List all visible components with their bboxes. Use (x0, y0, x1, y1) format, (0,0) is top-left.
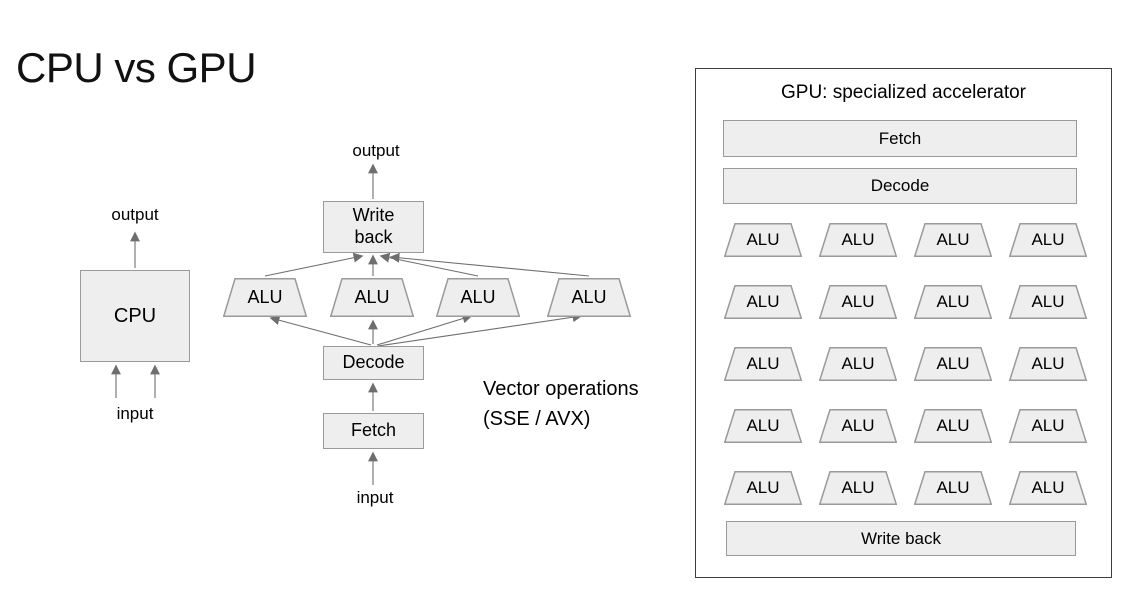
alu-unit: ALU (819, 409, 897, 443)
alu-unit: ALU (724, 471, 802, 505)
caption-line-2: (SSE / AVX) (483, 408, 591, 430)
gpu-alu-grid: ALU ALU ALU ALU ALU ALU ALU ALU ALU ALU ALU ALU ALU A… (724, 223, 1087, 505)
trapezoid-shape (1009, 471, 1087, 505)
trapezoid-shape (724, 347, 802, 381)
alu-unit: ALU (819, 471, 897, 505)
alu-unit: ALU (1009, 285, 1087, 319)
alu-label: ALU (936, 416, 970, 435)
trapezoid-shape (547, 278, 631, 317)
gpu-panel: GPU: specialized accelerator Fetch Decod… (695, 68, 1112, 578)
alu-label: ALU (746, 354, 780, 373)
alu-label: ALU (460, 287, 496, 307)
alu-label: ALU (841, 230, 875, 249)
decode-to-alu4-arrow (377, 312, 583, 347)
alu-label: ALU (841, 416, 875, 435)
trapezoid-shape (1009, 347, 1087, 381)
alu-unit: ALU (1009, 471, 1087, 505)
alu-label: ALU (841, 354, 875, 373)
alu-label: ALU (1031, 230, 1065, 249)
trapezoid-shape (724, 409, 802, 443)
alu-label: ALU (746, 416, 780, 435)
trapezoid-shape (1009, 285, 1087, 319)
trapezoid-shape (914, 471, 992, 505)
alu-unit: ALU (914, 409, 992, 443)
alu-unit: ALU (914, 347, 992, 381)
alu1-to-writeback-arrow (264, 252, 364, 277)
trapezoid-shape (914, 409, 992, 443)
write-back-box: Write back (323, 201, 424, 253)
alu-label: ALU (746, 230, 780, 249)
alu-unit: ALU (914, 223, 992, 257)
vector-operations-caption: Vector operations (SSE / AVX) (483, 374, 639, 434)
pipeline-output-label: output (352, 141, 400, 160)
alu3-to-writeback-arrow (379, 252, 479, 277)
trapezoid-shape (819, 471, 897, 505)
alu-unit: ALU (1009, 347, 1087, 381)
alu-unit: ALU (819, 347, 897, 381)
alu-unit: ALU (1009, 223, 1087, 257)
alu-label: ALU (936, 292, 970, 311)
trapezoid-shape (914, 347, 992, 381)
gpu-decode-bar: Decode (723, 168, 1077, 204)
fetch-box: Fetch (323, 413, 424, 449)
alu-unit: ALU (724, 347, 802, 381)
alu-unit: ALU (223, 278, 307, 317)
trapezoid-shape (1009, 223, 1087, 257)
alu-label: ALU (936, 230, 970, 249)
alu-label: ALU (936, 354, 970, 373)
gpu-fetch-bar: Fetch (723, 120, 1077, 157)
trapezoid-shape (914, 223, 992, 257)
gpu-panel-title: GPU: specialized accelerator (781, 82, 1026, 103)
slide-title: CPU vs GPU (16, 44, 257, 91)
trapezoid-shape (436, 278, 520, 317)
alu-label: ALU (354, 287, 390, 307)
trapezoid-shape (819, 223, 897, 257)
alu-unit: ALU (1009, 409, 1087, 443)
alu4-to-writeback-arrow (389, 252, 590, 277)
alu-label: ALU (247, 287, 283, 307)
alu-label: ALU (746, 292, 780, 311)
alu-unit: ALU (914, 285, 992, 319)
trapezoid-shape (724, 285, 802, 319)
alu-unit: ALU (724, 409, 802, 443)
cpu-box: CPU (80, 270, 190, 362)
trapezoid-shape (330, 278, 414, 317)
alu-unit: ALU (330, 278, 414, 317)
decode-box: Decode (323, 346, 424, 380)
trapezoid-shape (914, 285, 992, 319)
trapezoid-shape (819, 347, 897, 381)
alu-unit: ALU (436, 278, 520, 317)
alu-unit: ALU (547, 278, 631, 317)
caption-line-1: Vector operations (483, 378, 639, 400)
alu-unit: ALU (724, 223, 802, 257)
alu-label: ALU (841, 478, 875, 497)
decode-to-alu3-arrow (376, 313, 473, 346)
pipeline-input-label: input (356, 488, 394, 507)
alu-label: ALU (746, 478, 780, 497)
alu-label: ALU (1031, 292, 1065, 311)
alu-label: ALU (936, 478, 970, 497)
decode-to-alu1-arrow (269, 315, 372, 346)
alu-label: ALU (571, 287, 607, 307)
alu-label: ALU (841, 292, 875, 311)
alu-unit: ALU (819, 285, 897, 319)
cpu-input-label: input (116, 404, 154, 423)
trapezoid-shape (724, 471, 802, 505)
trapezoid-shape (223, 278, 307, 317)
alu-unit: ALU (819, 223, 897, 257)
alu-label: ALU (1031, 354, 1065, 373)
alu-label: ALU (1031, 416, 1065, 435)
trapezoid-shape (724, 223, 802, 257)
trapezoid-shape (1009, 409, 1087, 443)
alu-unit: ALU (724, 285, 802, 319)
trapezoid-shape (819, 285, 897, 319)
alu-label: ALU (1031, 478, 1065, 497)
alu-unit: ALU (914, 471, 992, 505)
gpu-write-back-bar: Write back (726, 521, 1076, 556)
cpu-output-label: output (111, 205, 159, 224)
trapezoid-shape (819, 409, 897, 443)
